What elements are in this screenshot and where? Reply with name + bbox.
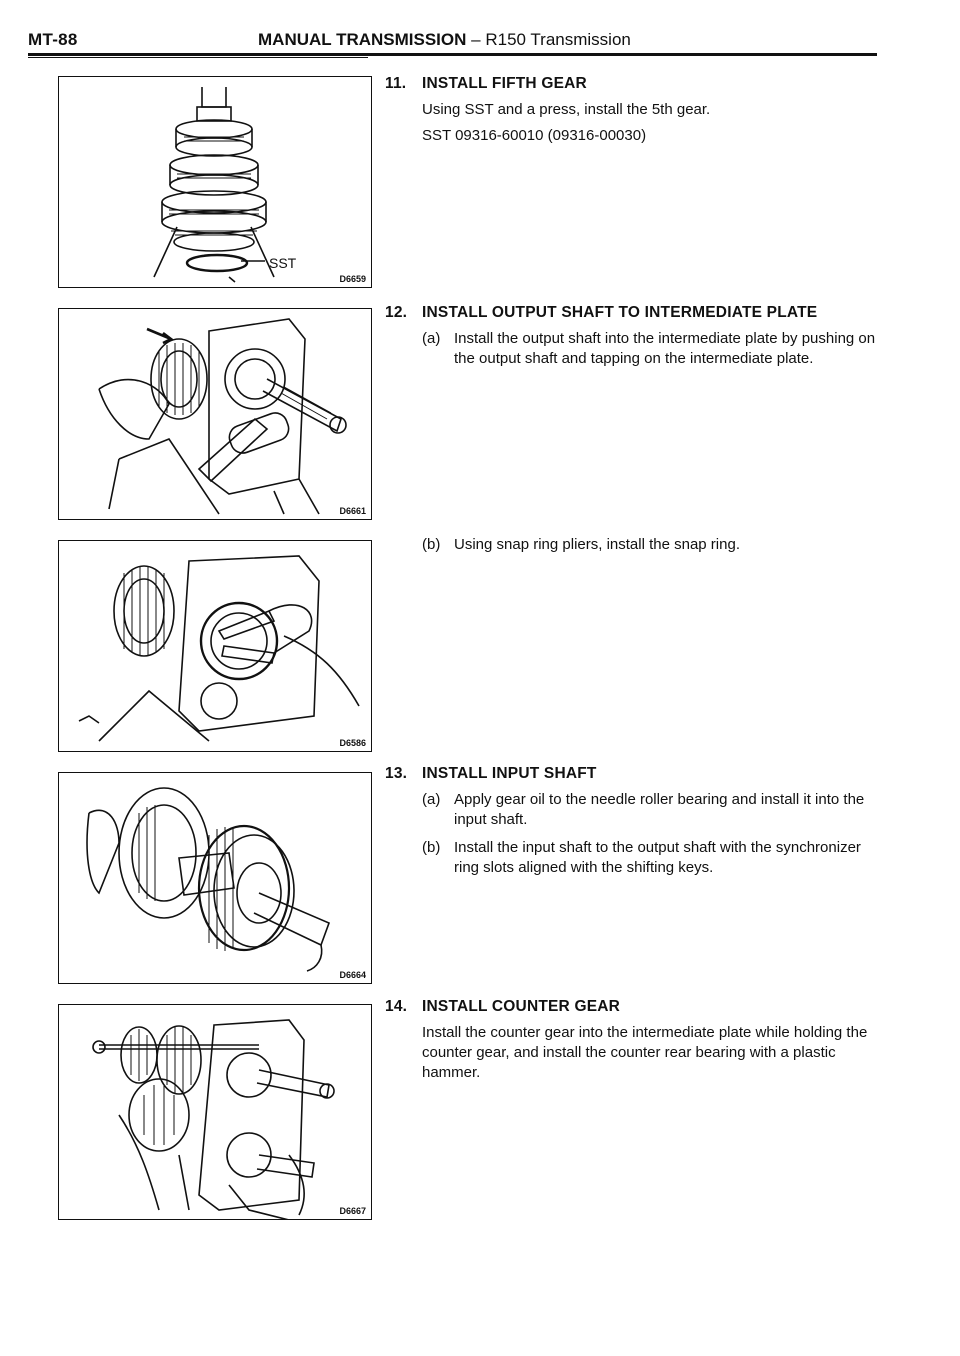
- header-rule: [28, 53, 877, 56]
- step-number: 14.: [385, 998, 408, 1015]
- output-shaft-illustration: [98, 318, 347, 515]
- step-install-counter-gear: 14. INSTALL COUNTER GEAR Install the coun…: [385, 997, 885, 1083]
- figure-counter-gear-install: D6667: [58, 1004, 372, 1220]
- step-title: INSTALL INPUT SHAFT: [422, 765, 597, 782]
- substep-text: Install the output shaft into the interm…: [454, 330, 876, 367]
- figure-code: D6661: [339, 506, 366, 516]
- counter-gear-illustration: [92, 1019, 335, 1219]
- figure-snap-ring-install: D6586: [58, 540, 372, 752]
- figure-fifth-gear-press: SST D6659: [58, 76, 372, 288]
- substep-text: Apply gear oil to the needle roller bear…: [454, 791, 865, 828]
- subsection-title: R150 Transmission: [485, 30, 631, 49]
- figure-output-shaft-install: D6661: [58, 308, 372, 520]
- substep-label: (a): [422, 330, 441, 347]
- substep: (a) Install the output shaft into the in…: [422, 329, 885, 369]
- substep: (b) Using snap ring pliers, install the …: [422, 535, 885, 555]
- step-number: 11.: [385, 75, 407, 92]
- section-title: MANUAL TRANSMISSION: [258, 30, 467, 49]
- gear-press-illustration: [153, 87, 275, 283]
- header-rule-thin: [28, 57, 368, 58]
- page-title: MANUAL TRANSMISSION – R150 Transmission: [258, 30, 631, 50]
- figure-input-shaft-install: D6664: [58, 772, 372, 984]
- figure-code: D6586: [339, 738, 366, 748]
- substep: (a) Apply gear oil to the needle roller …: [422, 790, 885, 830]
- substep-label: (b): [422, 839, 441, 856]
- substep-label: (a): [422, 791, 441, 808]
- step-number: 12.: [385, 304, 408, 321]
- step-snap-ring: (b) Using snap ring pliers, install the …: [385, 535, 885, 555]
- step-heading: 14. INSTALL COUNTER GEAR: [385, 997, 885, 1017]
- step-install-fifth-gear: 11. INSTALL FIFTH GEAR Using SST and a pr…: [385, 74, 885, 146]
- step-heading: 12. INSTALL OUTPUT SHAFT TO INTERMEDIATE …: [385, 303, 885, 323]
- step-heading: 13. INSTALL INPUT SHAFT: [385, 764, 885, 784]
- substep-text: Using snap ring pliers, install the snap…: [454, 536, 740, 553]
- sst-label: SST: [269, 255, 297, 271]
- substep-label: (b): [422, 536, 441, 553]
- substep: (b) Install the input shaft to the outpu…: [422, 838, 885, 878]
- step-install-input-shaft: 13. INSTALL INPUT SHAFT (a) Apply gear oi…: [385, 764, 885, 878]
- step-text: Install the counter gear into the interm…: [422, 1024, 868, 1081]
- figure-code: D6659: [339, 274, 366, 284]
- figure-code: D6667: [339, 1206, 366, 1216]
- page-code: MT-88: [28, 30, 78, 49]
- snap-ring-illustration: [78, 555, 360, 742]
- step-title: INSTALL FIFTH GEAR: [422, 75, 587, 92]
- step-title: INSTALL COUNTER GEAR: [422, 998, 621, 1015]
- sst-part-number: SST 09316-60010 (09316-00030): [422, 127, 647, 144]
- step-install-output-shaft: 12. INSTALL OUTPUT SHAFT TO INTERMEDIATE …: [385, 303, 885, 369]
- substep-text: Install the input shaft to the output sh…: [454, 839, 861, 876]
- step-heading: 11. INSTALL FIFTH GEAR: [385, 74, 885, 94]
- step-number: 13.: [385, 765, 408, 782]
- input-shaft-illustration: [86, 787, 331, 972]
- step-title: INSTALL OUTPUT SHAFT TO INTERMEDIATE PLA…: [422, 304, 818, 321]
- figure-code: D6664: [339, 970, 366, 980]
- title-dash: –: [471, 30, 481, 49]
- step-text: Using SST and a press, install the 5th g…: [422, 101, 711, 118]
